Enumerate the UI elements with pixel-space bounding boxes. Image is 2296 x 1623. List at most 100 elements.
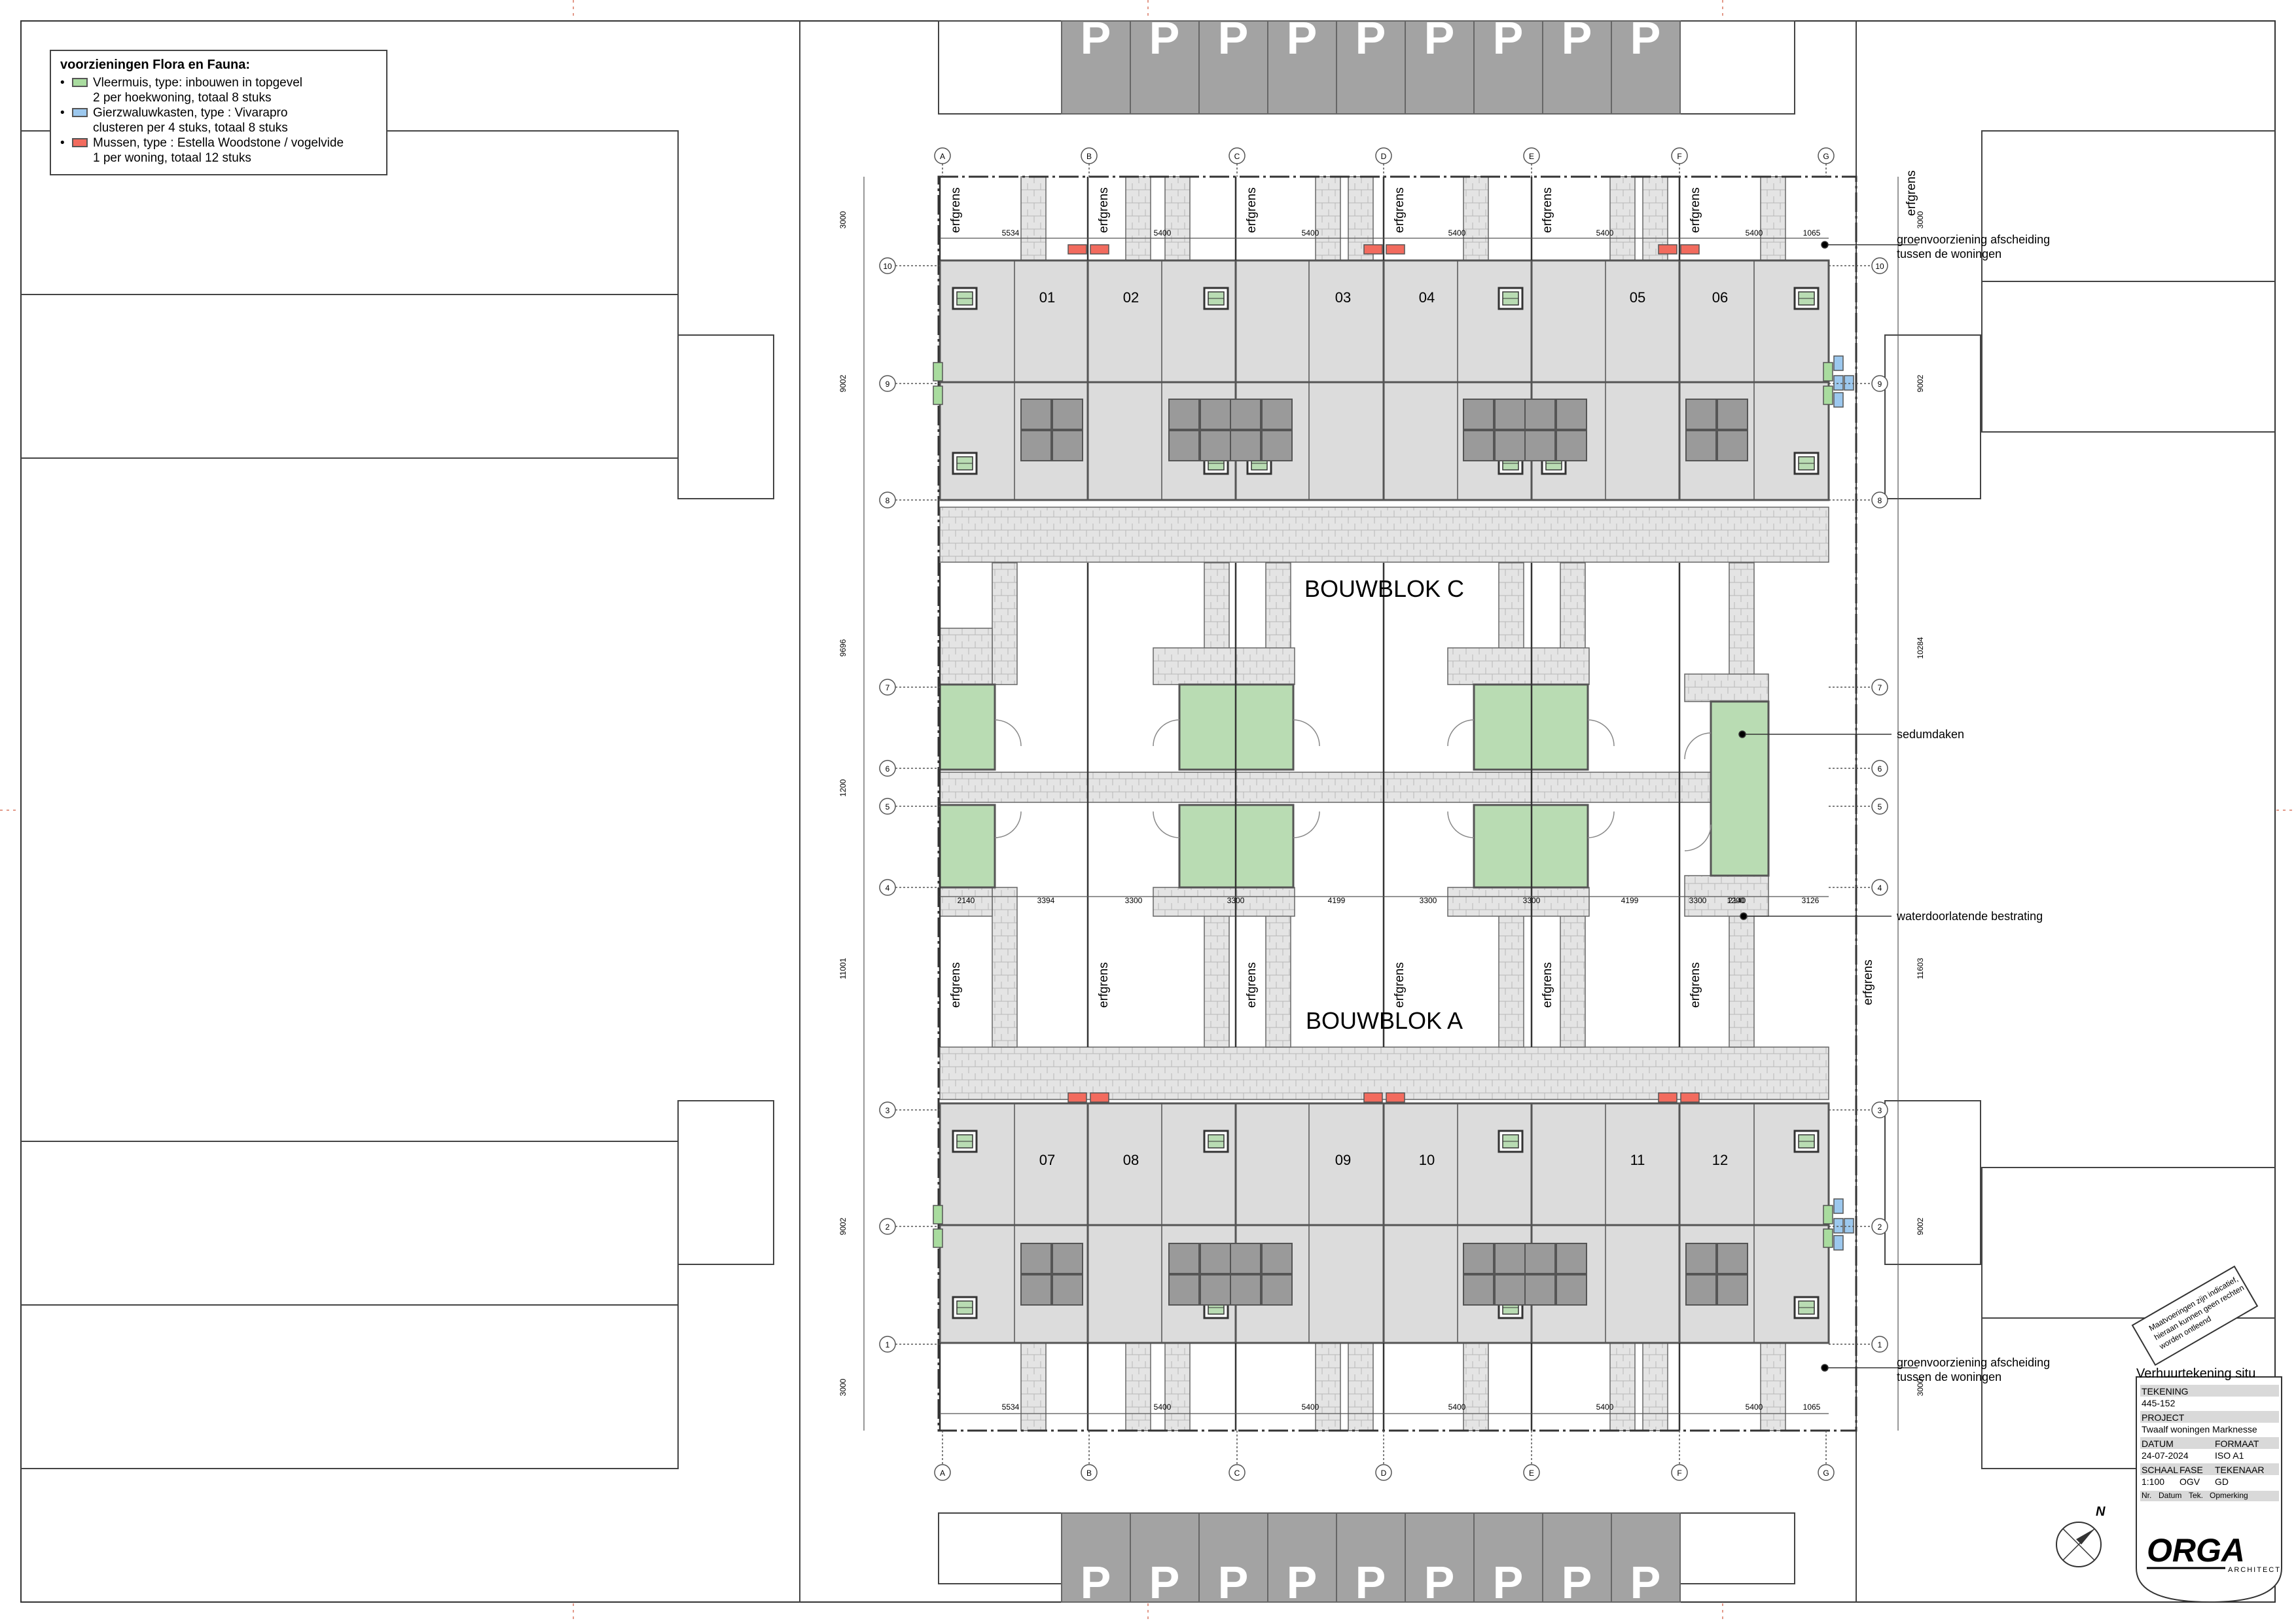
grid-row-label: 3 bbox=[1878, 1106, 1882, 1115]
skylight-pane bbox=[1717, 1274, 1748, 1306]
grid-bubble bbox=[1671, 1464, 1688, 1481]
skylight-pane bbox=[1020, 430, 1052, 461]
window-icon bbox=[1498, 1130, 1524, 1153]
dim-text: 5400 bbox=[1154, 228, 1172, 238]
paving-strip bbox=[1020, 1342, 1047, 1431]
path bbox=[1293, 719, 1320, 747]
g bbox=[933, 244, 1854, 1251]
path bbox=[994, 719, 1022, 747]
skylight bbox=[1685, 399, 1748, 461]
skylight-pane bbox=[1052, 1243, 1083, 1274]
grid-bubble bbox=[1871, 679, 1888, 696]
skylight-pane bbox=[1230, 1243, 1261, 1274]
paving-court bbox=[1447, 647, 1590, 685]
skylight-pane bbox=[1463, 1243, 1494, 1274]
bat-box-marker bbox=[1823, 385, 1833, 405]
dim-text: 3394 bbox=[1037, 896, 1055, 905]
skylight bbox=[1685, 1243, 1748, 1306]
rect bbox=[677, 334, 774, 499]
unit-number: 10 bbox=[1419, 1152, 1435, 1168]
annotation-groen-top-2: tussen de woningen bbox=[1897, 247, 2001, 260]
window-icon bbox=[952, 287, 978, 310]
bat-box-marker bbox=[1823, 1205, 1833, 1224]
dim-text: 5400 bbox=[1746, 1402, 1763, 1412]
legend-title: voorzieningen Flora en Fauna: bbox=[60, 58, 251, 72]
swift-box-marker bbox=[1833, 392, 1844, 408]
paving-strip bbox=[1463, 176, 1489, 261]
skylight-pane bbox=[1556, 1243, 1587, 1274]
skylight-pane bbox=[1463, 399, 1494, 430]
paving-court bbox=[939, 887, 993, 917]
grid-row-label: 7 bbox=[886, 683, 890, 692]
dim-text: 2140 bbox=[958, 896, 975, 905]
swift-box-marker bbox=[1833, 355, 1844, 371]
bat-box-marker bbox=[933, 385, 943, 405]
paving-strip bbox=[1125, 1342, 1151, 1431]
rect bbox=[1884, 334, 1981, 499]
skylight bbox=[1168, 399, 1231, 461]
door-swings bbox=[994, 719, 1712, 851]
dim-text: 3300 bbox=[1125, 896, 1143, 905]
grid-bubble bbox=[1871, 760, 1888, 777]
dim-text: 3126 bbox=[1802, 896, 1820, 905]
erfgrens-label: erfgrens bbox=[1245, 187, 1259, 233]
grid-col-label: B bbox=[1086, 1469, 1092, 1478]
dim-text: 1065 bbox=[1803, 1402, 1821, 1412]
stamp-project-label: PROJECT bbox=[2142, 1412, 2185, 1423]
g bbox=[952, 287, 1820, 1319]
paving-strip bbox=[1164, 1342, 1191, 1431]
paving-path-c bbox=[939, 507, 1829, 563]
annotation-bestrating: waterdoorlatende bestrating bbox=[1896, 910, 2043, 923]
parking-label: P bbox=[1562, 12, 1592, 63]
grid-col-label: G bbox=[1823, 152, 1829, 161]
skylight-pane bbox=[1261, 1243, 1293, 1274]
drawing-title: Verhuurtekening situ bbox=[2136, 1366, 2256, 1381]
grid-bubble bbox=[934, 1464, 951, 1481]
title-block: Verhuurtekening situ TEKENING 445-152 PR… bbox=[2136, 1366, 2282, 1601]
paving-court bbox=[992, 887, 1018, 1048]
parking-label: P bbox=[1424, 1557, 1455, 1608]
legend-swatch-blue bbox=[72, 108, 88, 117]
stamp-fase: OGV bbox=[2179, 1476, 2200, 1487]
skylight bbox=[1463, 1243, 1526, 1306]
stamp-tekening-label: TEKENING bbox=[2142, 1386, 2189, 1397]
grid-bubble bbox=[1081, 1464, 1098, 1481]
erfgrens-label: erfgrens bbox=[1905, 170, 1918, 216]
bat-box-marker bbox=[1823, 362, 1833, 382]
swift-box-marker bbox=[1844, 375, 1854, 391]
dim-text: 1200 bbox=[838, 779, 848, 796]
paving-strip bbox=[1760, 176, 1786, 261]
logo-text: ORGA bbox=[2147, 1532, 2245, 1569]
dim-text: 3300 bbox=[1227, 896, 1245, 905]
path bbox=[1587, 811, 1615, 838]
parking-label: P bbox=[1424, 12, 1455, 63]
circle bbox=[1821, 241, 1829, 249]
paving-strip bbox=[1315, 176, 1341, 261]
sparrow-nest-marker bbox=[1067, 1092, 1087, 1103]
erfgrens-label: erfgrens bbox=[949, 962, 963, 1008]
dim-text: 5400 bbox=[1448, 1402, 1466, 1412]
skylight-pane bbox=[1020, 399, 1052, 430]
circle bbox=[1740, 912, 1748, 920]
erfgrens-label: erfgrens bbox=[1245, 962, 1259, 1008]
erfgrens-label: erfgrens bbox=[1541, 962, 1554, 1008]
grid-bubble bbox=[1871, 257, 1888, 274]
skylight-pane bbox=[1556, 430, 1587, 461]
grid-col-label: B bbox=[1086, 152, 1092, 161]
skylight-pane bbox=[1685, 1274, 1717, 1306]
window-icon bbox=[952, 452, 978, 475]
unit-number: 04 bbox=[1419, 289, 1435, 306]
grid-row-label: 5 bbox=[1878, 802, 1882, 812]
skylight-pane bbox=[1020, 1274, 1052, 1306]
window-icon bbox=[1793, 1130, 1820, 1153]
rect bbox=[677, 1100, 774, 1265]
skylight-pane bbox=[1524, 399, 1556, 430]
annotation-groen-bot-1: groenvoorziening afscheiding bbox=[1897, 1356, 2050, 1369]
parking-space bbox=[1198, 1512, 1268, 1603]
skylight-pane bbox=[1463, 430, 1494, 461]
path bbox=[1293, 811, 1320, 838]
paving-court bbox=[1684, 673, 1769, 702]
skylight bbox=[1524, 1243, 1587, 1306]
window-icon bbox=[1203, 287, 1229, 310]
